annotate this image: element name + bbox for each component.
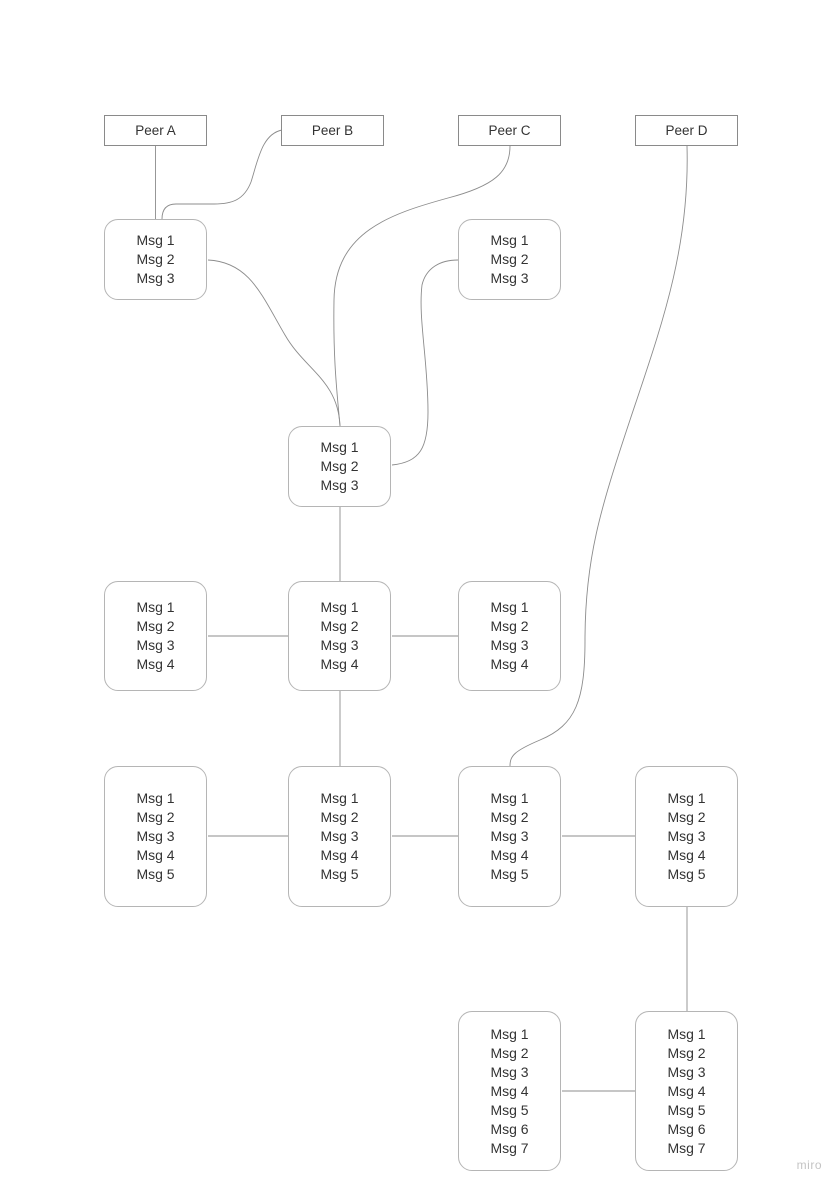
message-line: Msg 2 [490, 1044, 529, 1061]
edge-peer-b-to-box-1 [161, 129, 283, 220]
message-line: Msg 2 [490, 251, 529, 267]
message-line: Msg 1 [490, 1025, 529, 1042]
message-line: Msg 3 [320, 828, 359, 844]
message-box-5[interactable]: Msg 1 Msg 2 Msg 3 Msg 4 [288, 581, 391, 691]
message-line: Msg 3 [490, 270, 529, 286]
message-line: Msg 4 [667, 847, 706, 863]
peer-a[interactable]: Peer A [104, 115, 207, 146]
message-line: Msg 1 [136, 790, 175, 806]
message-line: Msg 1 [490, 790, 529, 806]
message-line: Msg 3 [136, 637, 175, 653]
message-line: Msg 4 [136, 847, 175, 863]
miro-watermark: miro [796, 1158, 822, 1172]
peer-b[interactable]: Peer B [281, 115, 384, 146]
message-line: Msg 1 [667, 790, 706, 806]
edge-peer-c-to-box-3 [333, 145, 511, 427]
message-line: Msg 4 [320, 656, 359, 672]
message-line: Msg 5 [490, 1101, 529, 1118]
message-line: Msg 5 [320, 866, 359, 882]
edge-box-1-to-box-3 [207, 259, 341, 427]
message-line: Msg 4 [490, 1082, 529, 1099]
message-line: Msg 7 [667, 1139, 706, 1156]
message-box-6[interactable]: Msg 1 Msg 2 Msg 3 Msg 4 [458, 581, 561, 691]
message-line: Msg 3 [490, 828, 529, 844]
message-line: Msg 1 [320, 439, 359, 455]
message-line: Msg 2 [667, 809, 706, 825]
message-line: Msg 3 [136, 270, 175, 286]
message-line: Msg 3 [490, 637, 529, 653]
message-line: Msg 2 [136, 618, 175, 634]
message-line: Msg 4 [667, 1082, 706, 1099]
message-line: Msg 3 [667, 828, 706, 844]
message-line: Msg 2 [490, 809, 529, 825]
message-line: Msg 3 [136, 828, 175, 844]
message-line: Msg 4 [320, 847, 359, 863]
message-line: Msg 6 [490, 1120, 529, 1137]
peer-d[interactable]: Peer D [635, 115, 738, 146]
message-line: Msg 2 [320, 458, 359, 474]
message-line: Msg 4 [490, 847, 529, 863]
message-line: Msg 2 [667, 1044, 706, 1061]
message-line: Msg 1 [320, 599, 359, 615]
message-line: Msg 1 [490, 599, 529, 615]
message-line: Msg 1 [136, 232, 175, 248]
message-line: Msg 5 [667, 1101, 706, 1118]
message-line: Msg 1 [490, 232, 529, 248]
message-line: Msg 2 [320, 809, 359, 825]
message-box-7[interactable]: Msg 1 Msg 2 Msg 3 Msg 4 Msg 5 [104, 766, 207, 907]
message-line: Msg 5 [667, 866, 706, 882]
message-line: Msg 1 [136, 599, 175, 615]
message-line: Msg 3 [320, 637, 359, 653]
message-line: Msg 3 [667, 1063, 706, 1080]
message-box-11[interactable]: Msg 1 Msg 2 Msg 3 Msg 4 Msg 5 Msg 6 Msg 7 [458, 1011, 561, 1171]
peer-c[interactable]: Peer C [458, 115, 561, 146]
message-line: Msg 7 [490, 1139, 529, 1156]
edge-peer-d-to-box-9 [509, 145, 688, 767]
message-box-2[interactable]: Msg 1 Msg 2 Msg 3 [458, 219, 561, 300]
message-box-12[interactable]: Msg 1 Msg 2 Msg 3 Msg 4 Msg 5 Msg 6 Msg 7 [635, 1011, 738, 1171]
message-box-4[interactable]: Msg 1 Msg 2 Msg 3 Msg 4 [104, 581, 207, 691]
message-line: Msg 2 [320, 618, 359, 634]
message-line: Msg 3 [320, 477, 359, 493]
message-line: Msg 1 [667, 1025, 706, 1042]
message-line: Msg 6 [667, 1120, 706, 1137]
message-line: Msg 2 [136, 809, 175, 825]
message-box-3[interactable]: Msg 1 Msg 2 Msg 3 [288, 426, 391, 507]
message-line: Msg 5 [490, 866, 529, 882]
message-box-8[interactable]: Msg 1 Msg 2 Msg 3 Msg 4 Msg 5 [288, 766, 391, 907]
message-box-9[interactable]: Msg 1 Msg 2 Msg 3 Msg 4 Msg 5 [458, 766, 561, 907]
message-line: Msg 1 [320, 790, 359, 806]
edge-box-3-to-box-2 [391, 259, 459, 466]
message-line: Msg 5 [136, 866, 175, 882]
message-box-10[interactable]: Msg 1 Msg 2 Msg 3 Msg 4 Msg 5 [635, 766, 738, 907]
message-line: Msg 4 [136, 656, 175, 672]
message-line: Msg 4 [490, 656, 529, 672]
message-box-1[interactable]: Msg 1 Msg 2 Msg 3 [104, 219, 207, 300]
message-line: Msg 2 [136, 251, 175, 267]
message-line: Msg 3 [490, 1063, 529, 1080]
message-line: Msg 2 [490, 618, 529, 634]
